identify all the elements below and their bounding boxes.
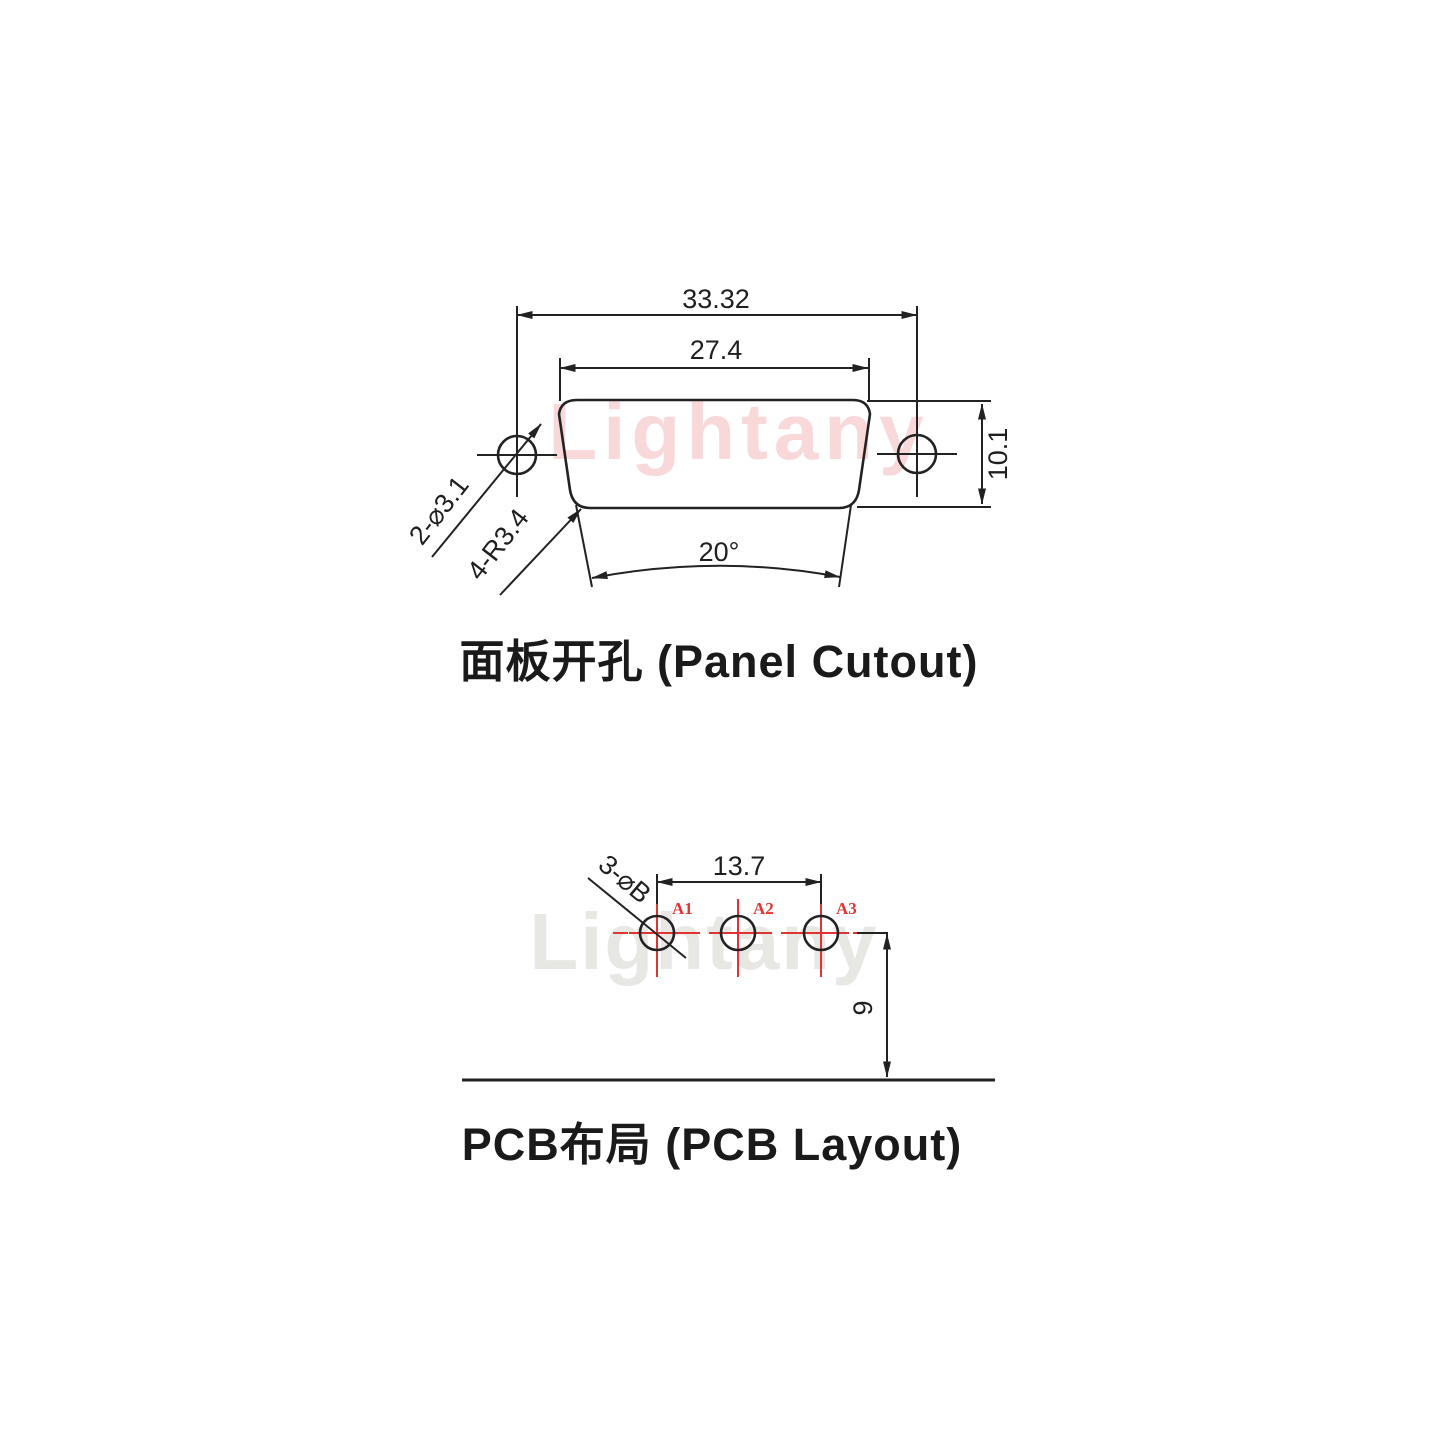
leader-mount-holes [431, 423, 542, 558]
dimension-pitch-value: 13.7 [713, 851, 766, 881]
pcb-layout-view: A1 A2 A3 13.7 3-⌀B 9 [462, 849, 995, 1082]
leader-pad-holes [587, 877, 687, 959]
pad-a3-hole [802, 914, 840, 952]
leader-corner-radius [499, 508, 582, 596]
label-pad-holes: 3-⌀B [593, 849, 657, 909]
pad-a3-label: A3 [836, 899, 857, 918]
dsub-cutout-outline [557, 398, 872, 510]
angle-dimension-arc [591, 564, 841, 580]
angle-extension-left [575, 504, 593, 588]
pad-a2-label: A2 [753, 899, 774, 918]
pad-a1-label: A1 [672, 899, 693, 918]
panel-cutout-title: 面板开孔 (Panel Cutout) [459, 636, 979, 687]
dimension-height-value: 10.1 [983, 428, 1013, 481]
watermark-top: Lightany [548, 387, 930, 476]
panel-cutout-view: 33.32 27.4 10.1 2-⌀3.1 [403, 284, 1013, 596]
angle-extension-right [838, 504, 852, 588]
dimension-outer-width-value: 33.32 [682, 284, 750, 314]
watermark-bottom: Lightany [529, 897, 879, 986]
pad-a2-hole [719, 914, 757, 952]
label-mount-holes: 2-⌀3.1 [403, 471, 475, 551]
dimension-angle-value: 20° [699, 537, 740, 567]
pcb-layout-title: PCB布局 (PCB Layout) [461, 1119, 963, 1170]
dimension-pcb-height-value: 9 [848, 1000, 878, 1015]
label-corner-radius: 4-R3.4 [461, 503, 535, 585]
pad-a1-hole [638, 914, 676, 952]
dimension-inner-width-value: 27.4 [690, 335, 743, 365]
